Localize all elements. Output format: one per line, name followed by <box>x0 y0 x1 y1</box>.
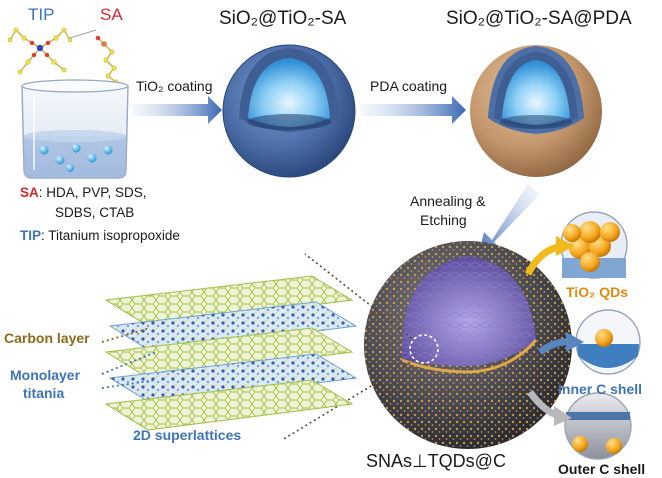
beaker-icon <box>21 79 129 179</box>
arrow-pda-icon <box>360 96 466 124</box>
pda-sphere <box>470 45 602 177</box>
final-sphere <box>364 241 572 449</box>
etching-label: Etching <box>420 212 467 228</box>
carbon-layer-label: Carbon layer <box>4 330 90 346</box>
inner-shell-label: Inner C shell <box>558 381 643 397</box>
inner-shell-inset <box>575 309 641 375</box>
superlattice-label: 2D superlattices <box>133 427 242 443</box>
sa-molecule-icon <box>69 29 119 85</box>
pda-coating-label: PDA coating <box>370 78 448 94</box>
final-stage-title: SNAs⊥TQDs@C <box>366 451 506 471</box>
arrow-annealing-icon <box>478 184 540 256</box>
inset-arrow-qds-icon <box>524 236 574 276</box>
tip-label: TIP <box>28 5 55 24</box>
inset-arrow-outer-icon <box>527 389 572 426</box>
layer-pointers <box>101 327 157 389</box>
outer-shell-label: Outer C shell <box>558 461 646 477</box>
inset-arrow-inner-icon <box>537 332 584 355</box>
core-sphere <box>222 44 356 178</box>
qds-inset <box>560 211 628 279</box>
pda-stage-title: SiO₂@TiO₂-SA@PDA <box>446 8 632 29</box>
tip-legend: TIP: Titanium isopropoxide <box>20 228 180 243</box>
sa-legend-cont: SDBS, CTAB <box>55 205 135 220</box>
superlattice-illustration <box>104 275 358 431</box>
annealing-label: Annealing & <box>410 193 486 209</box>
zoom-guide-lines <box>281 253 415 441</box>
titania-label: titania <box>23 385 65 401</box>
sa-label: SA <box>100 5 123 24</box>
tio2-coating-label: TiO₂ coating <box>136 78 213 94</box>
arrow-tio2-icon <box>132 96 222 124</box>
sa-legend: SA: HDA, PVP, SDS, <box>20 185 147 200</box>
monolayer-label: Monolayer <box>10 367 81 383</box>
tip-molecule-icon <box>7 27 73 75</box>
core-stage-title: SiO₂@TiO₂-SA <box>219 8 347 29</box>
outer-shell-inset <box>564 392 632 460</box>
qds-label: TiO₂ QDs <box>566 284 628 300</box>
